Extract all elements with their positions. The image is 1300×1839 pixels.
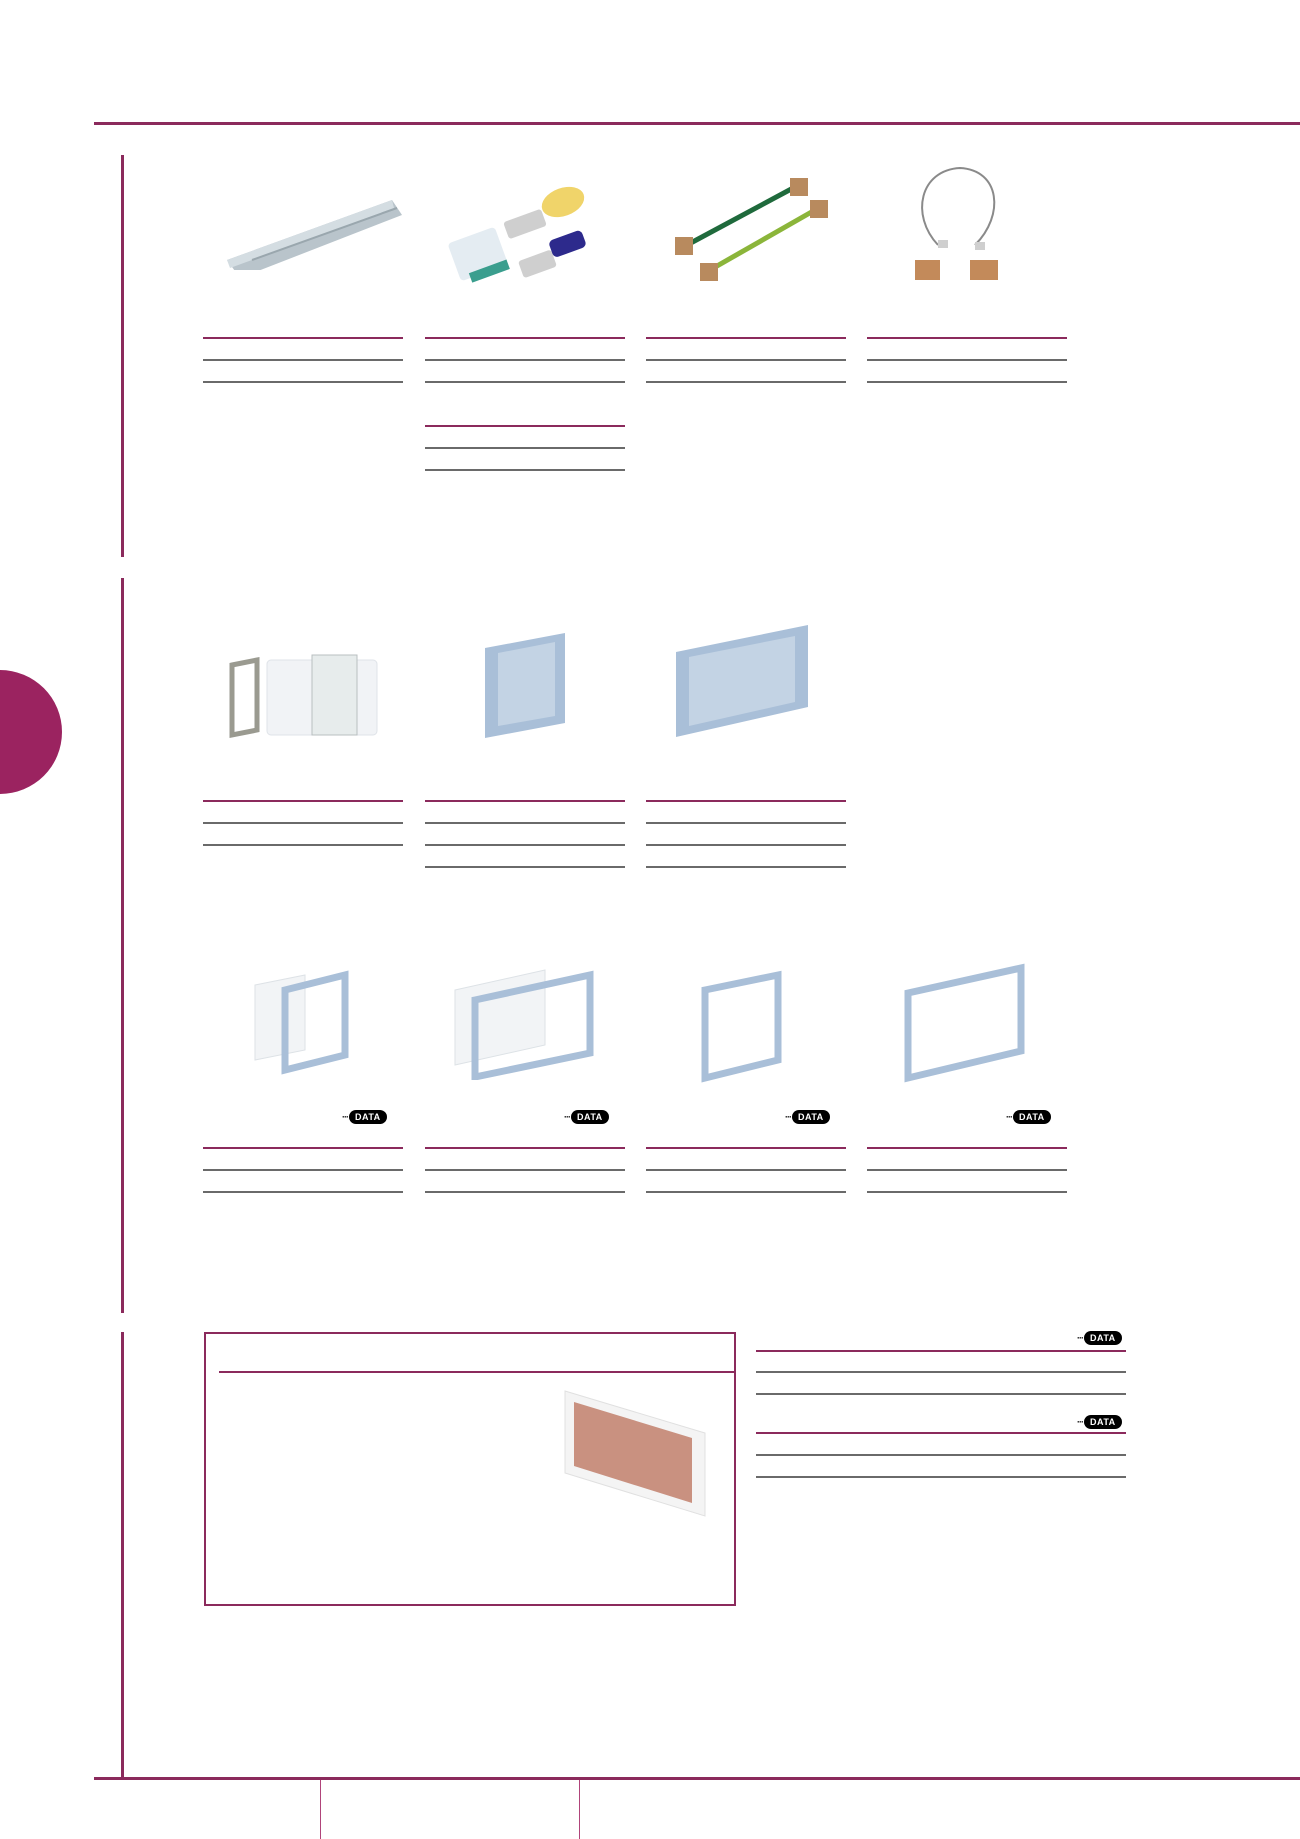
- s3-p3-rule-3: [646, 1191, 846, 1193]
- s1-p1-rule-3: [203, 381, 403, 383]
- s1-p3-rule-3: [646, 381, 846, 383]
- s2-p2-rule-1: [425, 800, 625, 802]
- top-rule: [94, 122, 1300, 125]
- section4-vertical-rule: [121, 1332, 124, 1779]
- trunking-outlet-box-icon: [222, 640, 392, 750]
- s3-p1-rule-3: [203, 1191, 403, 1193]
- s3-p3-data-badge[interactable]: ··· DATA: [785, 1110, 830, 1124]
- s3-p2-rule-2: [425, 1169, 625, 1171]
- data-badge-label: DATA: [1084, 1415, 1122, 1429]
- s3-p4-rule-2: [867, 1169, 1067, 1171]
- bottom-rule: [94, 1777, 1300, 1780]
- double-dry-lining-box-icon: [673, 622, 813, 742]
- surface-pattress-box-icon: [562, 1388, 712, 1518]
- s2-p2-rule-4: [425, 866, 625, 868]
- s3-p1-rule-2: [203, 1169, 403, 1171]
- s4-table2-data-badge[interactable]: ··· DATA: [1077, 1415, 1122, 1429]
- double-box-with-spacer-icon: [450, 965, 595, 1082]
- earth-bonding-leads-icon: [665, 175, 830, 290]
- s4-table1-data-badge[interactable]: ··· DATA: [1077, 1331, 1122, 1345]
- s3-p1-rule-1: [203, 1147, 403, 1149]
- data-badge-label: DATA: [792, 1110, 830, 1124]
- s4-table2-rule-3: [756, 1476, 1126, 1478]
- s4-table2-rule-2: [756, 1454, 1126, 1456]
- single-spacer-frame-icon: [700, 970, 785, 1085]
- section2-vertical-rule: [121, 578, 124, 1313]
- data-badge-label: DATA: [1013, 1110, 1051, 1124]
- data-badge-label: DATA: [1084, 1331, 1122, 1345]
- s2-p1-rule-2: [203, 822, 403, 824]
- feature-box-title-rule: [219, 1371, 734, 1373]
- footer-divider-2: [579, 1780, 580, 1839]
- s4-table1-rule-3: [756, 1393, 1126, 1395]
- data-badge-label: DATA: [571, 1110, 609, 1124]
- s1-p4-rule-2: [867, 359, 1067, 361]
- s2-p3-rule-4: [646, 866, 846, 868]
- s2-p3-rule-1: [646, 800, 846, 802]
- s2-p2-rule-2: [425, 822, 625, 824]
- s1-p2-rule-6: [425, 469, 625, 471]
- s3-p3-rule-1: [646, 1147, 846, 1149]
- single-box-with-spacer-icon: [250, 970, 360, 1075]
- s1-p3-rule-1: [646, 337, 846, 339]
- s1-p2-rule-5: [425, 447, 625, 449]
- s3-p4-rule-1: [867, 1147, 1067, 1149]
- feature-box: [204, 1332, 736, 1606]
- s3-p2-rule-1: [425, 1147, 625, 1149]
- s2-p1-rule-1: [203, 800, 403, 802]
- s1-p2-rule-4: [425, 425, 625, 427]
- single-dry-lining-box-icon: [480, 628, 570, 738]
- s2-p3-rule-3: [646, 844, 846, 846]
- s3-p3-rule-2: [646, 1169, 846, 1171]
- s1-p2-rule-2: [425, 359, 625, 361]
- s3-p4-rule-3: [867, 1191, 1067, 1193]
- s1-p3-rule-2: [646, 359, 846, 361]
- s3-p2-rule-3: [425, 1191, 625, 1193]
- s1-p1-rule-1: [203, 337, 403, 339]
- double-spacer-frame-icon: [903, 963, 1028, 1083]
- s3-p1-data-badge[interactable]: ··· DATA: [342, 1110, 387, 1124]
- s3-p2-data-badge[interactable]: ··· DATA: [564, 1110, 609, 1124]
- data-badge-label: DATA: [349, 1110, 387, 1124]
- s2-p1-rule-3: [203, 844, 403, 846]
- s3-p4-data-badge[interactable]: ··· DATA: [1006, 1110, 1051, 1124]
- s4-table1-rule-2: [756, 1371, 1126, 1373]
- s4-table2-rule-1: [756, 1432, 1126, 1434]
- s2-p3-rule-2: [646, 822, 846, 824]
- crimp-terminals-icon: [445, 180, 595, 295]
- s1-p1-rule-2: [203, 359, 403, 361]
- s2-p2-rule-3: [425, 844, 625, 846]
- s1-p4-rule-3: [867, 381, 1067, 383]
- s1-p4-rule-1: [867, 337, 1067, 339]
- section-tab-marker[interactable]: [0, 670, 62, 794]
- earth-loop-clip-icon: [890, 165, 1020, 295]
- section1-vertical-rule: [121, 155, 124, 557]
- footer-divider-1: [320, 1780, 321, 1839]
- s1-p2-rule-1: [425, 337, 625, 339]
- trunking-cover-strip-icon: [222, 190, 402, 278]
- s1-p2-rule-3: [425, 381, 625, 383]
- s4-table1-rule-1: [756, 1350, 1126, 1352]
